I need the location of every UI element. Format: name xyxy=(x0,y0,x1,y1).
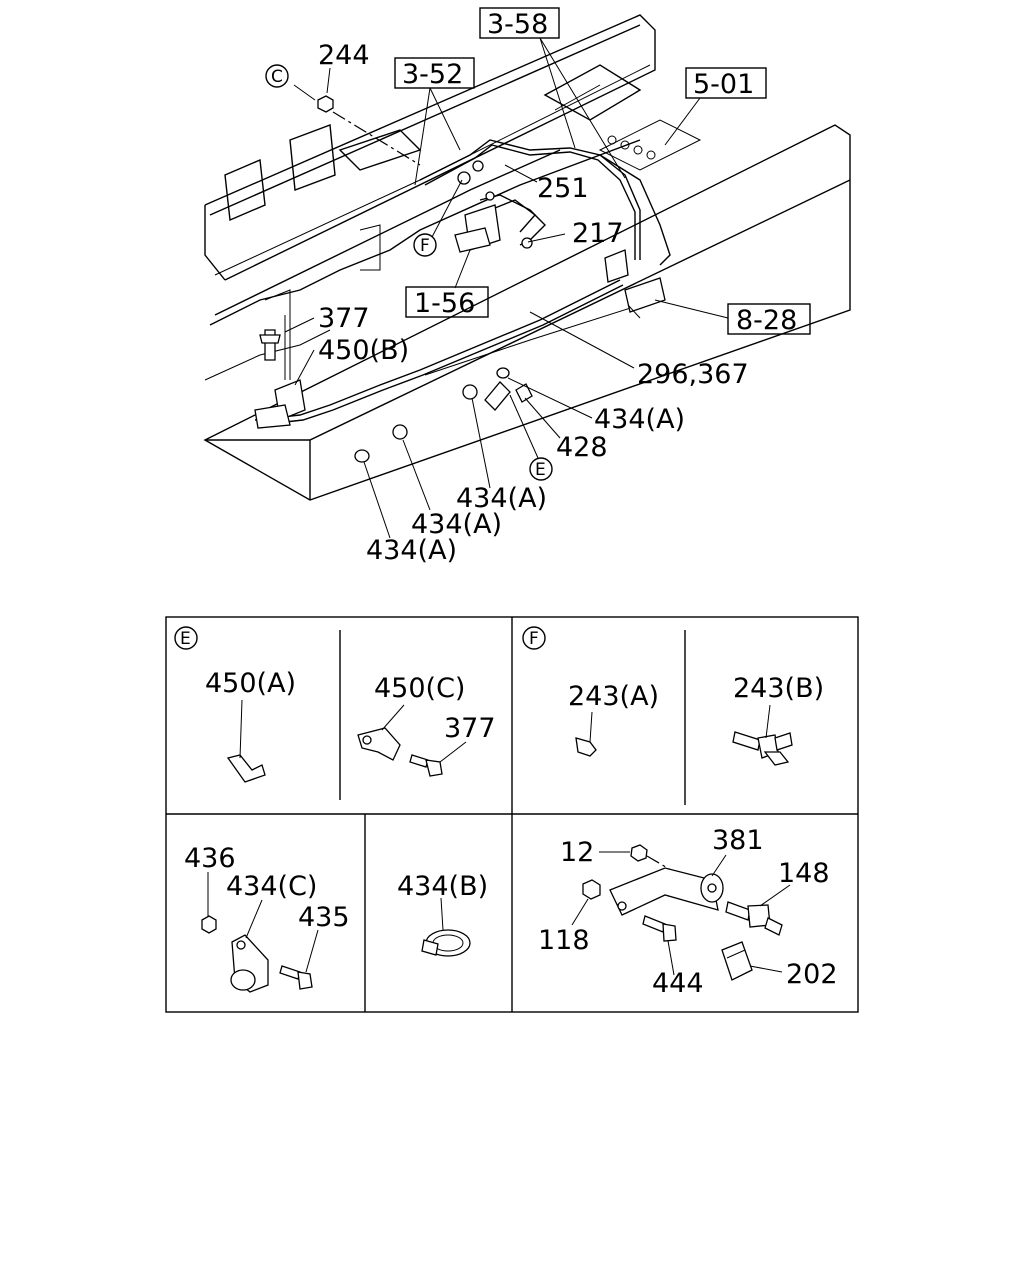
label-434c: 434(C) xyxy=(226,871,317,902)
ref-box-1-56-label: 1-56 xyxy=(414,288,475,319)
callout-434a-right: 434(A) xyxy=(594,404,685,435)
circle-ref-f-letter: F xyxy=(420,236,430,256)
label-148: 148 xyxy=(778,858,830,889)
label-118: 118 xyxy=(538,925,590,956)
panel-e-marker: E xyxy=(174,626,198,650)
label-435: 435 xyxy=(298,902,350,933)
part-436-nut xyxy=(201,872,217,934)
circle-ref-f: F xyxy=(413,233,437,257)
label-450c: 450(C) xyxy=(374,673,465,704)
ref-box-8-28: 8-28 xyxy=(727,303,811,336)
label-243b: 243(B) xyxy=(733,673,824,704)
label-444: 444 xyxy=(652,968,704,999)
label-381: 381 xyxy=(712,825,764,856)
part-148-tee-fitting xyxy=(725,884,791,936)
panel-f-letter: F xyxy=(529,629,539,649)
part-444-bolt xyxy=(642,915,677,976)
part-243a-fitting xyxy=(575,711,597,757)
ref-box-5-01-label: 5-01 xyxy=(693,69,754,100)
callout-251: 251 xyxy=(537,173,589,204)
part-381-bracket xyxy=(609,854,727,916)
callout-428: 428 xyxy=(556,432,608,463)
callout-434a-mid: 434(A) xyxy=(456,483,547,514)
part-118-nut xyxy=(571,879,601,926)
ref-box-3-52: 3-52 xyxy=(394,57,475,90)
circle-ref-e: E xyxy=(529,457,553,481)
panel-f-marker: F xyxy=(522,626,546,650)
frame-assembly-drawing xyxy=(203,14,851,501)
label-377-detail: 377 xyxy=(444,713,496,744)
circle-ref-e-letter: E xyxy=(535,460,546,480)
callout-377: 377 xyxy=(318,303,370,334)
circle-ref-c-letter: C xyxy=(271,67,283,87)
detail-table xyxy=(165,616,859,1013)
part-450c-clip xyxy=(357,704,405,761)
callout-434a-lower: 434(A) xyxy=(411,509,502,540)
callout-450b: 450(B) xyxy=(318,335,409,366)
label-202: 202 xyxy=(786,959,838,990)
part-450a-clip xyxy=(226,699,266,783)
part-202-hose xyxy=(721,941,783,981)
part-434c-clip xyxy=(230,899,269,993)
callout-296-367: 296,367 xyxy=(637,359,749,390)
callout-434a-bottom: 434(A) xyxy=(366,535,457,566)
ref-box-1-56: 1-56 xyxy=(405,286,489,319)
label-434b: 434(B) xyxy=(397,871,488,902)
circle-ref-c: C xyxy=(265,64,289,88)
label-436: 436 xyxy=(184,843,236,874)
part-435-bolt xyxy=(279,929,319,990)
ref-box-3-58-label: 3-58 xyxy=(487,9,548,40)
ref-box-3-52-label: 3-52 xyxy=(402,59,463,90)
callout-244: 244 xyxy=(318,40,370,71)
part-377-bolt xyxy=(409,741,467,777)
label-243a: 243(A) xyxy=(568,681,659,712)
leader-lines xyxy=(284,37,729,539)
part-434b-clamp xyxy=(421,897,471,957)
callout-217: 217 xyxy=(572,218,624,249)
ref-box-3-58: 3-58 xyxy=(479,7,560,40)
label-450a: 450(A) xyxy=(205,668,296,699)
label-12: 12 xyxy=(560,837,594,868)
part-243b-tee-fitting xyxy=(732,704,793,766)
ref-box-5-01: 5-01 xyxy=(685,67,767,100)
panel-e-letter: E xyxy=(180,629,191,649)
ref-box-8-28-label: 8-28 xyxy=(736,305,797,336)
